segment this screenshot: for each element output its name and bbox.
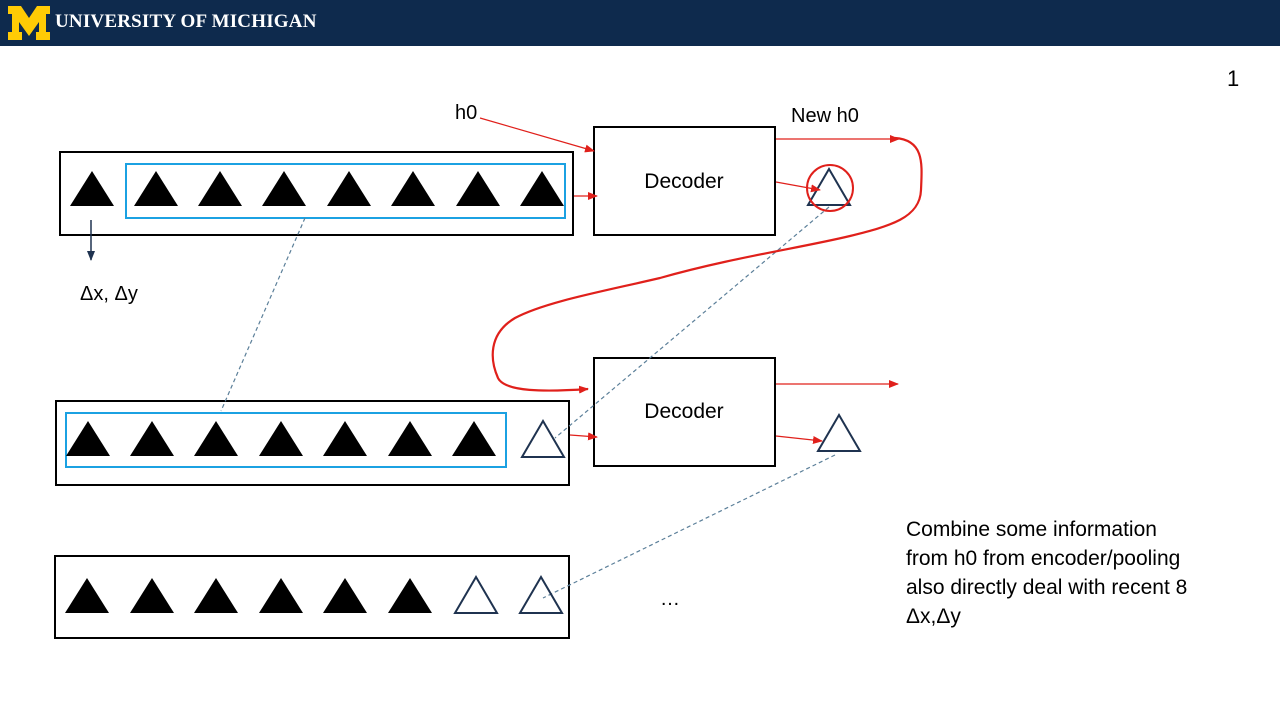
- filled-triangle-icon: [452, 421, 496, 456]
- filled-triangle-icon: [66, 421, 110, 456]
- ellipsis-label: …: [660, 588, 680, 610]
- sequence-box-2: [55, 400, 570, 486]
- filled-triangle-icon: [194, 578, 238, 613]
- input-arrow-2: [569, 432, 598, 441]
- note-line: Δx,Δy: [906, 605, 961, 628]
- filled-triangle-icon: [194, 421, 238, 456]
- filled-triangle-icon: [520, 171, 564, 206]
- filled-triangle-icon: [130, 578, 174, 613]
- outlined-triangle-icon: [520, 419, 566, 458]
- dashed-link: [220, 217, 306, 412]
- decoder-box-1: [593, 126, 776, 236]
- filled-triangle-icon: [327, 171, 371, 206]
- h0-arrow: [479, 117, 595, 153]
- outlined-triangle-icon: [453, 575, 499, 614]
- note-text: Combine some information from h0 from en…: [906, 515, 1226, 631]
- filled-triangle-icon: [198, 171, 242, 206]
- decoder-label-1: Decoder: [644, 170, 724, 193]
- filled-triangle-icon: [65, 578, 109, 613]
- filled-triangle-icon: [391, 171, 435, 206]
- dashed-link: [542, 454, 836, 599]
- output-triangle-icon: [816, 413, 862, 452]
- sequence-box-1: [59, 151, 574, 236]
- decoder-box-2: [593, 357, 776, 467]
- sequence-row-3: [65, 575, 564, 614]
- filled-triangle-icon: [134, 171, 178, 206]
- output-arrow-2: [775, 435, 823, 445]
- header-bar: UNIVERSITY OF MICHIGAN: [0, 0, 1280, 46]
- sequence-row-1: [70, 171, 564, 206]
- filled-triangle-icon: [323, 578, 367, 613]
- outlined-triangle-icon: [518, 575, 564, 614]
- filled-triangle-icon: [388, 578, 432, 613]
- highlight-window-1: [125, 163, 566, 219]
- filled-triangle-icon: [262, 171, 306, 206]
- output-triangle-icon: [806, 167, 852, 206]
- output-arrow-1: [775, 181, 821, 193]
- decoder-label-2: Decoder: [644, 400, 724, 423]
- loop-back-arrow: [491, 136, 923, 394]
- filled-triangle-icon: [130, 421, 174, 456]
- sequence-box-3: [54, 555, 570, 639]
- delta-label: Δx, Δy: [80, 283, 138, 305]
- university-logo-icon: [8, 6, 50, 40]
- filled-triangle-icon: [388, 421, 432, 456]
- note-line: also directly deal with recent 8: [906, 576, 1188, 599]
- filled-triangle-icon: [456, 171, 500, 206]
- filled-triangle-icon: [259, 578, 303, 613]
- sequence-row-2: [66, 419, 566, 458]
- filled-triangle-icon: [259, 421, 303, 456]
- filled-triangle-icon: [70, 171, 114, 206]
- h0-label: h0: [455, 102, 478, 124]
- highlight-window-2: [65, 412, 507, 468]
- slide-number: 1: [1227, 66, 1240, 91]
- header-title: UNIVERSITY OF MICHIGAN: [55, 11, 317, 32]
- filled-triangle-icon: [323, 421, 367, 456]
- dashed-link: [554, 206, 830, 439]
- note-line: Combine some information: [906, 518, 1157, 541]
- new-h0-label: New h0: [791, 105, 859, 127]
- note-line: from h0 from encoder/pooling: [906, 547, 1181, 570]
